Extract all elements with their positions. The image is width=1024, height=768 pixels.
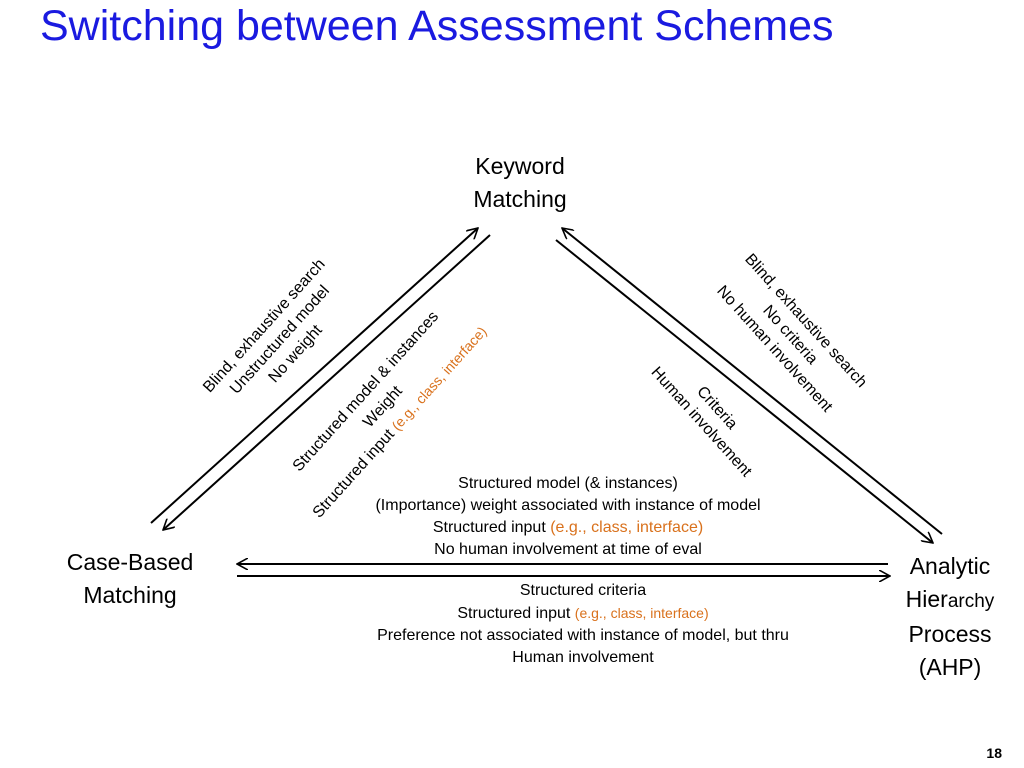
label-ahp-to-cbm: Structured model (& instances) (Importan… <box>375 473 760 561</box>
label-highlight: (e.g., class, interface) <box>550 519 704 536</box>
node-keyword-matching: Keyword Matching <box>450 150 590 216</box>
page-number: 18 <box>986 745 1002 761</box>
node-label-line: Keyword <box>475 153 565 179</box>
label-text: Structured input <box>432 519 551 536</box>
label-line: Structured model (& instances) <box>458 475 678 492</box>
node-label-line: Analytic <box>909 553 991 579</box>
node-label-line: Hierarchy <box>880 583 1020 618</box>
label-highlight: (e.g., class, interface) <box>574 605 709 621</box>
arrow-ahp-to-kw <box>562 228 943 535</box>
arrow-cbm-to-kw <box>150 228 478 524</box>
node-case-based-matching: Case-Based Matching <box>40 546 220 612</box>
node-label-part: Hier <box>905 586 948 612</box>
slide-title: Switching between Assessment Schemes <box>40 2 834 50</box>
node-label-line: (AHP) <box>918 654 982 680</box>
label-line: Preference not associated with instance … <box>377 627 789 644</box>
arrow-kw-to-cbm <box>163 234 491 530</box>
label-line: (Importance) weight associated with inst… <box>375 497 761 514</box>
label-line: Structured input (e.g., class, interface… <box>375 517 760 539</box>
node-label-line: Matching <box>473 186 567 212</box>
node-label-line: Case-Based <box>66 549 194 575</box>
node-label-line: Matching <box>83 582 177 608</box>
label-line: Structured input (e.g., class, interface… <box>377 602 789 625</box>
label-cbm-to-ahp: Structured criteria Structured input (e.… <box>377 580 789 669</box>
label-line: Structured criteria <box>519 582 647 599</box>
label-text: Structured input <box>457 605 575 622</box>
node-label-line: Process <box>908 621 992 647</box>
label-line: No human involvement at time of eval <box>434 541 702 558</box>
node-ahp: Analytic Hierarchy Process (AHP) <box>880 550 1020 684</box>
arrow-kw-to-ahp <box>555 239 933 543</box>
node-label-part: archy <box>947 591 995 612</box>
label-line: Human involvement <box>512 649 654 666</box>
